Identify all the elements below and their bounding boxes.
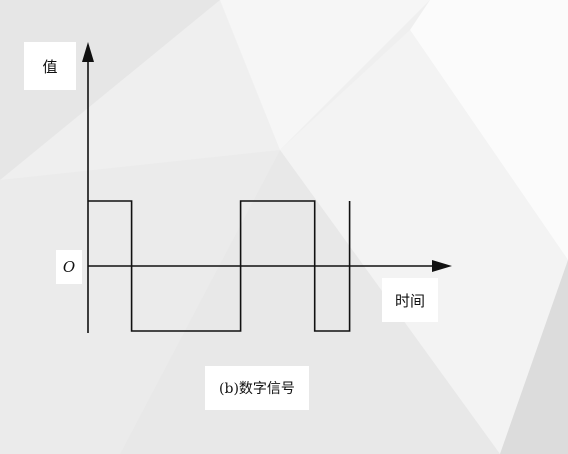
x-axis-label: 时间 (382, 278, 438, 322)
origin-label: O (56, 250, 82, 284)
y-axis-label: 值 (24, 42, 76, 90)
diagram-caption: (b)数字信号 (205, 366, 309, 410)
